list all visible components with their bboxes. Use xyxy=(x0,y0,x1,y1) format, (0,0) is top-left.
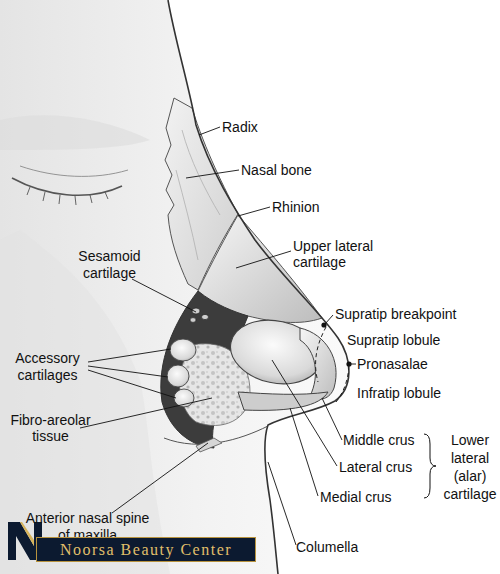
leader-line xyxy=(290,408,318,496)
part-label: Medial crus xyxy=(320,489,440,505)
leader-line xyxy=(236,251,291,268)
part-label: Columella xyxy=(296,539,416,555)
leader-line xyxy=(272,360,337,466)
part-label: Middle crus xyxy=(343,432,428,448)
sesamoid-cartilage xyxy=(202,314,209,319)
part-label: Fibro-areolar tissue xyxy=(3,412,98,444)
middle-crus xyxy=(300,328,336,399)
supratip-dashed-line xyxy=(316,327,326,382)
eyelashes xyxy=(27,187,108,205)
part-label: Nasal bone xyxy=(241,162,361,178)
part-label: Rhinion xyxy=(272,199,372,215)
banner-text: Noorsa Beauty Center xyxy=(60,541,232,559)
leader-line xyxy=(199,127,220,135)
part-label: Supratip breakpoint xyxy=(335,306,485,322)
leader-line xyxy=(238,207,270,216)
brow-shading xyxy=(0,115,150,150)
accessory-cartilage xyxy=(170,339,196,361)
part-label: Lateral crus xyxy=(339,459,449,475)
face-skin xyxy=(0,0,349,574)
infratip-dashed-line xyxy=(336,366,349,402)
sesamoid-cartilage xyxy=(190,318,196,323)
eyelash xyxy=(43,192,45,201)
eyelash xyxy=(27,187,30,195)
part-label: Supratip lobule xyxy=(347,332,487,348)
eyelid-crease xyxy=(20,166,128,176)
leader-line xyxy=(88,366,168,377)
part-label: Upper lateral cartilage xyxy=(293,238,393,270)
leader-line xyxy=(325,315,333,324)
bone-texture xyxy=(176,130,220,260)
part-label: Accessory cartilages xyxy=(5,350,90,384)
eyelash xyxy=(59,195,60,204)
part-label: Lower lateral (alar) cartilage xyxy=(441,431,499,503)
accessory-cartilage xyxy=(167,365,189,387)
leader-line xyxy=(80,398,212,428)
banner-box: Noorsa Beauty Center xyxy=(36,537,256,562)
part-label: Sesamoid cartilage xyxy=(67,248,152,282)
skin-profile xyxy=(168,0,349,574)
leader-line xyxy=(322,398,342,440)
leader-line xyxy=(88,349,171,362)
leader-line xyxy=(88,370,176,398)
leader-line xyxy=(186,170,239,178)
leader-line xyxy=(351,364,356,365)
leader-line xyxy=(268,462,296,545)
bracket xyxy=(424,434,436,498)
eyelash xyxy=(105,192,108,199)
part-label: Radix xyxy=(222,119,322,135)
leader-line xyxy=(132,279,196,312)
anterior-nasal-spine xyxy=(196,438,222,452)
part-label: Pronasalae xyxy=(357,356,497,372)
leader-lines xyxy=(80,127,356,545)
medial-crus xyxy=(238,392,328,410)
leader-line xyxy=(112,443,208,513)
pronasale-point xyxy=(346,361,351,366)
cheek-shading xyxy=(0,230,170,574)
eyelash xyxy=(75,196,76,205)
eyelash xyxy=(90,195,92,203)
part-label: Infratip lobule xyxy=(357,385,497,401)
